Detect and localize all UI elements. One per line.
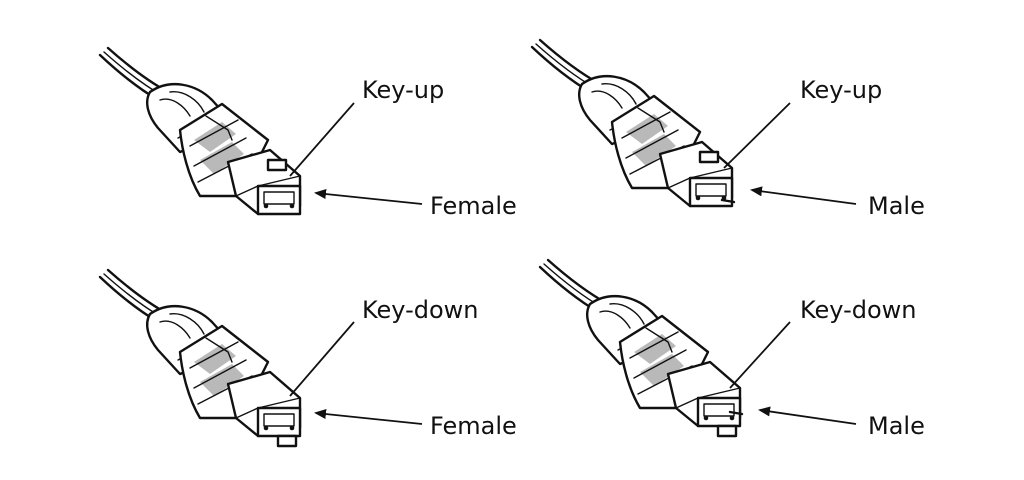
key-label: Key-down [362, 296, 479, 324]
gender-label: Female [430, 192, 517, 220]
key-label: Key-down [800, 296, 917, 324]
gender-label: Male [868, 192, 925, 220]
connector-top-left: Key-up Female [100, 48, 517, 220]
key-tab [718, 426, 736, 436]
gender-arrow [752, 190, 856, 204]
gender-arrow [760, 410, 856, 424]
gender-arrow [316, 413, 422, 424]
key-tab [700, 152, 718, 162]
key-label: Key-up [362, 76, 444, 104]
key-tab [278, 436, 296, 446]
connector-bottom-right: Key-down Male [540, 260, 925, 440]
gender-arrow [316, 193, 422, 204]
key-label: Key-up [800, 76, 882, 104]
connector-bottom-left: Key-down Female [100, 270, 517, 446]
gender-label: Male [868, 412, 925, 440]
key-leader-line [730, 322, 790, 388]
key-tab [268, 160, 286, 170]
key-leader-line [724, 103, 790, 168]
connector-top-right: Key-up Male [532, 40, 925, 220]
key-leader-line [290, 103, 354, 176]
key-leader-line [290, 322, 354, 396]
gender-label: Female [430, 412, 517, 440]
